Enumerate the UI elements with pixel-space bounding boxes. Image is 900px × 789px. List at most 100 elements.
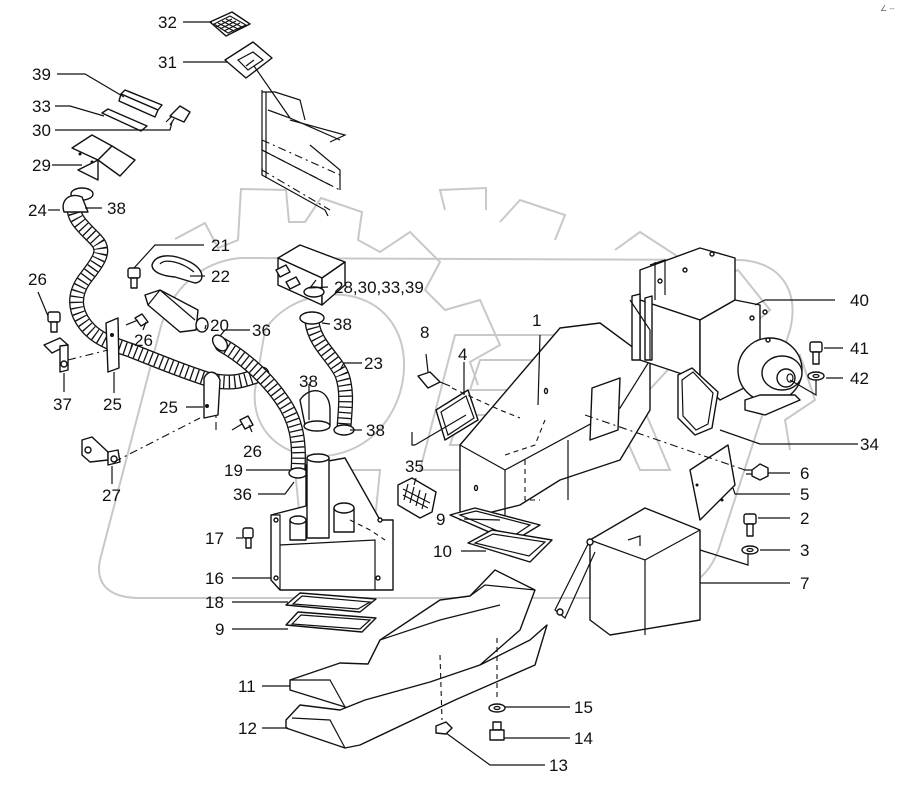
callout-9-lower: 9 [215,620,224,639]
callout-18: 18 [205,593,224,612]
callout-22: 22 [211,267,230,286]
callout-39: 39 [32,65,51,84]
gasket-10 [467,529,553,563]
washer-15 [488,703,506,713]
callout-13: 13 [549,756,568,775]
callout-3: 3 [800,541,809,560]
cover-plate-5 [689,444,736,521]
leader-42 [789,379,817,397]
fitting-30 [165,105,191,126]
callout-38-lower: 38 [299,372,318,391]
callout-14: 14 [574,729,593,748]
bracket-25b [203,371,221,419]
callout-35: 35 [405,457,424,476]
heater-housing-16 [270,453,394,591]
washer-3 [741,545,759,555]
callout-4: 4 [458,345,467,364]
vent-louver-32 [209,11,251,37]
floor-duct-12 [285,624,548,749]
callouts: 32 31 39 33 30 29 24 38 21 22 28,30,33,3… [28,13,879,775]
bracket-25a [105,317,120,373]
callout-26-mid: 26 [134,331,153,350]
filter-box-7 [554,507,701,636]
callout-37: 37 [53,395,72,414]
bracket-27 [81,436,121,466]
nut-13 [435,721,453,735]
defroster-duct-29 [71,134,136,181]
callout-5: 5 [800,485,809,504]
leader-lines [37,21,858,766]
callout-40: 40 [850,291,869,310]
callout-26-left: 26 [28,270,47,289]
callout-38-top: 38 [107,199,126,218]
corner-mark: ∠ -- [880,4,895,13]
callout-30: 30 [32,121,51,140]
callout-24: 24 [28,201,47,220]
gasket-18 [285,592,377,613]
callout-32: 32 [158,13,177,32]
callout-19: 19 [224,461,243,480]
screw-26b [125,313,149,327]
callout-27: 27 [102,486,121,505]
connector-35 [397,477,437,519]
callout-42: 42 [850,369,869,388]
bolt-41 [809,341,823,365]
callout-17: 17 [205,529,224,548]
fitting-8 [417,371,451,389]
vent-frame-31 [224,41,273,79]
watermark-gear [174,186,817,451]
callout-8: 8 [420,323,429,342]
gasket-9b [285,611,377,633]
plenum-1 [459,322,651,521]
bolt-6 [744,463,769,481]
assembly-line-6 [584,414,746,471]
callout-23: 23 [364,354,383,373]
callout-36-top: 36 [252,321,271,340]
callout-33: 33 [32,97,51,116]
callout-12: 12 [238,719,257,738]
assembly-line-floor [439,638,498,721]
leader-3 [699,549,749,566]
bracket-37 [43,337,69,373]
duct-junction-28 [275,244,346,306]
hose-23 [299,311,355,436]
callout-38-mid: 38 [333,315,352,334]
callout-15: 15 [574,698,593,717]
bolt-26a [47,311,61,333]
callout-31: 31 [158,53,177,72]
defroster-cap-39 [118,89,163,118]
hose-joint-38 [299,390,331,432]
callout-11: 11 [238,677,256,696]
bolt-14 [489,721,505,741]
bolt-17 [242,527,254,549]
callout-28-30-33-39: 28,30,33,39 [334,278,424,297]
grommet-22 [151,255,203,284]
callout-41: 41 [850,339,869,358]
callout-29: 29 [32,156,51,175]
callout-38-right: 38 [366,421,385,440]
washer-42 [807,371,825,381]
callout-6: 6 [800,464,809,483]
callout-10: 10 [433,542,452,561]
duct-adapter-20 [144,289,209,333]
bolt-21 [127,267,141,289]
dash-panel [253,65,347,217]
callout-21: 21 [211,236,230,255]
callout-1: 1 [532,311,541,330]
callout-9-upper: 9 [436,510,445,529]
callout-25-mid: 25 [159,398,178,417]
callout-2: 2 [800,509,809,528]
gasket-34 [677,367,719,436]
hose-19 [211,334,308,479]
callout-20: 20 [210,316,229,335]
assembly-line [67,349,217,463]
bolt-2 [743,513,757,537]
callout-7: 7 [800,574,809,593]
blower-unit-40 [629,247,803,416]
callout-34: 34 [860,435,879,454]
gasket-4 [414,389,479,446]
seal-33 [101,108,148,132]
assembly-line-4 [451,387,521,419]
callout-26-lower: 26 [243,442,262,461]
